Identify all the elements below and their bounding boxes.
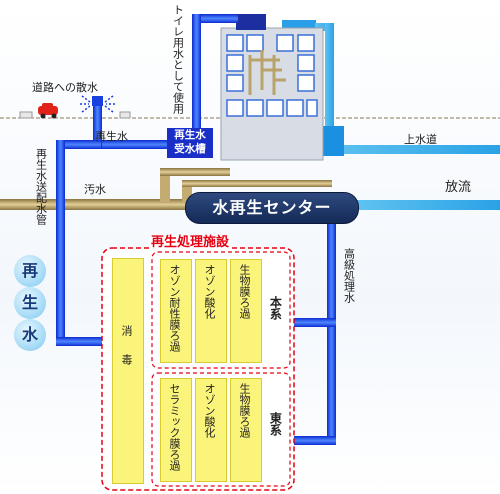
sewage-pipe <box>0 199 190 210</box>
east-step-3-label: 生物膜ろ過 <box>238 383 251 438</box>
east-system-frame <box>151 372 291 487</box>
east-step-2-label: オゾン酸化 <box>203 383 216 438</box>
disinfection-box <box>112 258 144 484</box>
discharge-pipe <box>355 200 500 210</box>
circle-char-3: 水 <box>14 319 46 351</box>
reclaimed-water-label: 再生水 <box>95 130 128 143</box>
main-step-1-label: オゾン耐性膜ろ過 <box>168 264 181 352</box>
east-step-2-box <box>195 378 227 482</box>
tank-label-2: 受水槽 <box>174 143 206 155</box>
main-step-2-label: オゾン酸化 <box>203 264 216 319</box>
main-step-1-box <box>160 259 192 363</box>
toilet-use-label: トイレ用水として使用 <box>171 4 185 114</box>
facility-title: 再生処理施設 <box>149 235 232 250</box>
reclaimed-water-tank: 再生水 受水槽 <box>167 128 213 158</box>
discharge-label: 放流 <box>445 180 472 195</box>
pipe-label: 再生水送配水管 <box>34 148 48 225</box>
disinfection-label: 消毒 <box>120 325 133 383</box>
main-step-2-box <box>195 259 227 363</box>
advanced-water-label: 高級処理水 <box>342 248 356 303</box>
main-step-3-label: 生物膜ろ過 <box>238 264 251 319</box>
water-reclamation-center: 水再生センター <box>185 192 359 224</box>
east-step-3-box <box>230 378 262 482</box>
water-meter <box>322 126 344 156</box>
circle-char-1: 再 <box>14 255 46 287</box>
sewage-label: 汚水 <box>84 183 106 196</box>
car-icon <box>38 103 58 119</box>
circle-char-2: 生 <box>14 287 46 319</box>
rooftop-tank-left <box>236 14 266 30</box>
road-spray-label: 道路への散水 <box>32 81 98 94</box>
east-step-1-box <box>160 378 192 482</box>
tap-water-label: 上水道 <box>404 133 437 146</box>
main-system-label: 本系 <box>268 296 283 320</box>
tap-water-pipe <box>325 145 500 154</box>
main-system-frame <box>151 251 291 369</box>
main-step-3-box <box>230 259 262 363</box>
east-step-1-label: セラミック膜ろ過 <box>168 383 181 471</box>
east-system-label: 東系 <box>268 412 283 436</box>
sprinkler-icon <box>80 95 115 113</box>
tank-label-1: 再生水 <box>174 129 206 141</box>
